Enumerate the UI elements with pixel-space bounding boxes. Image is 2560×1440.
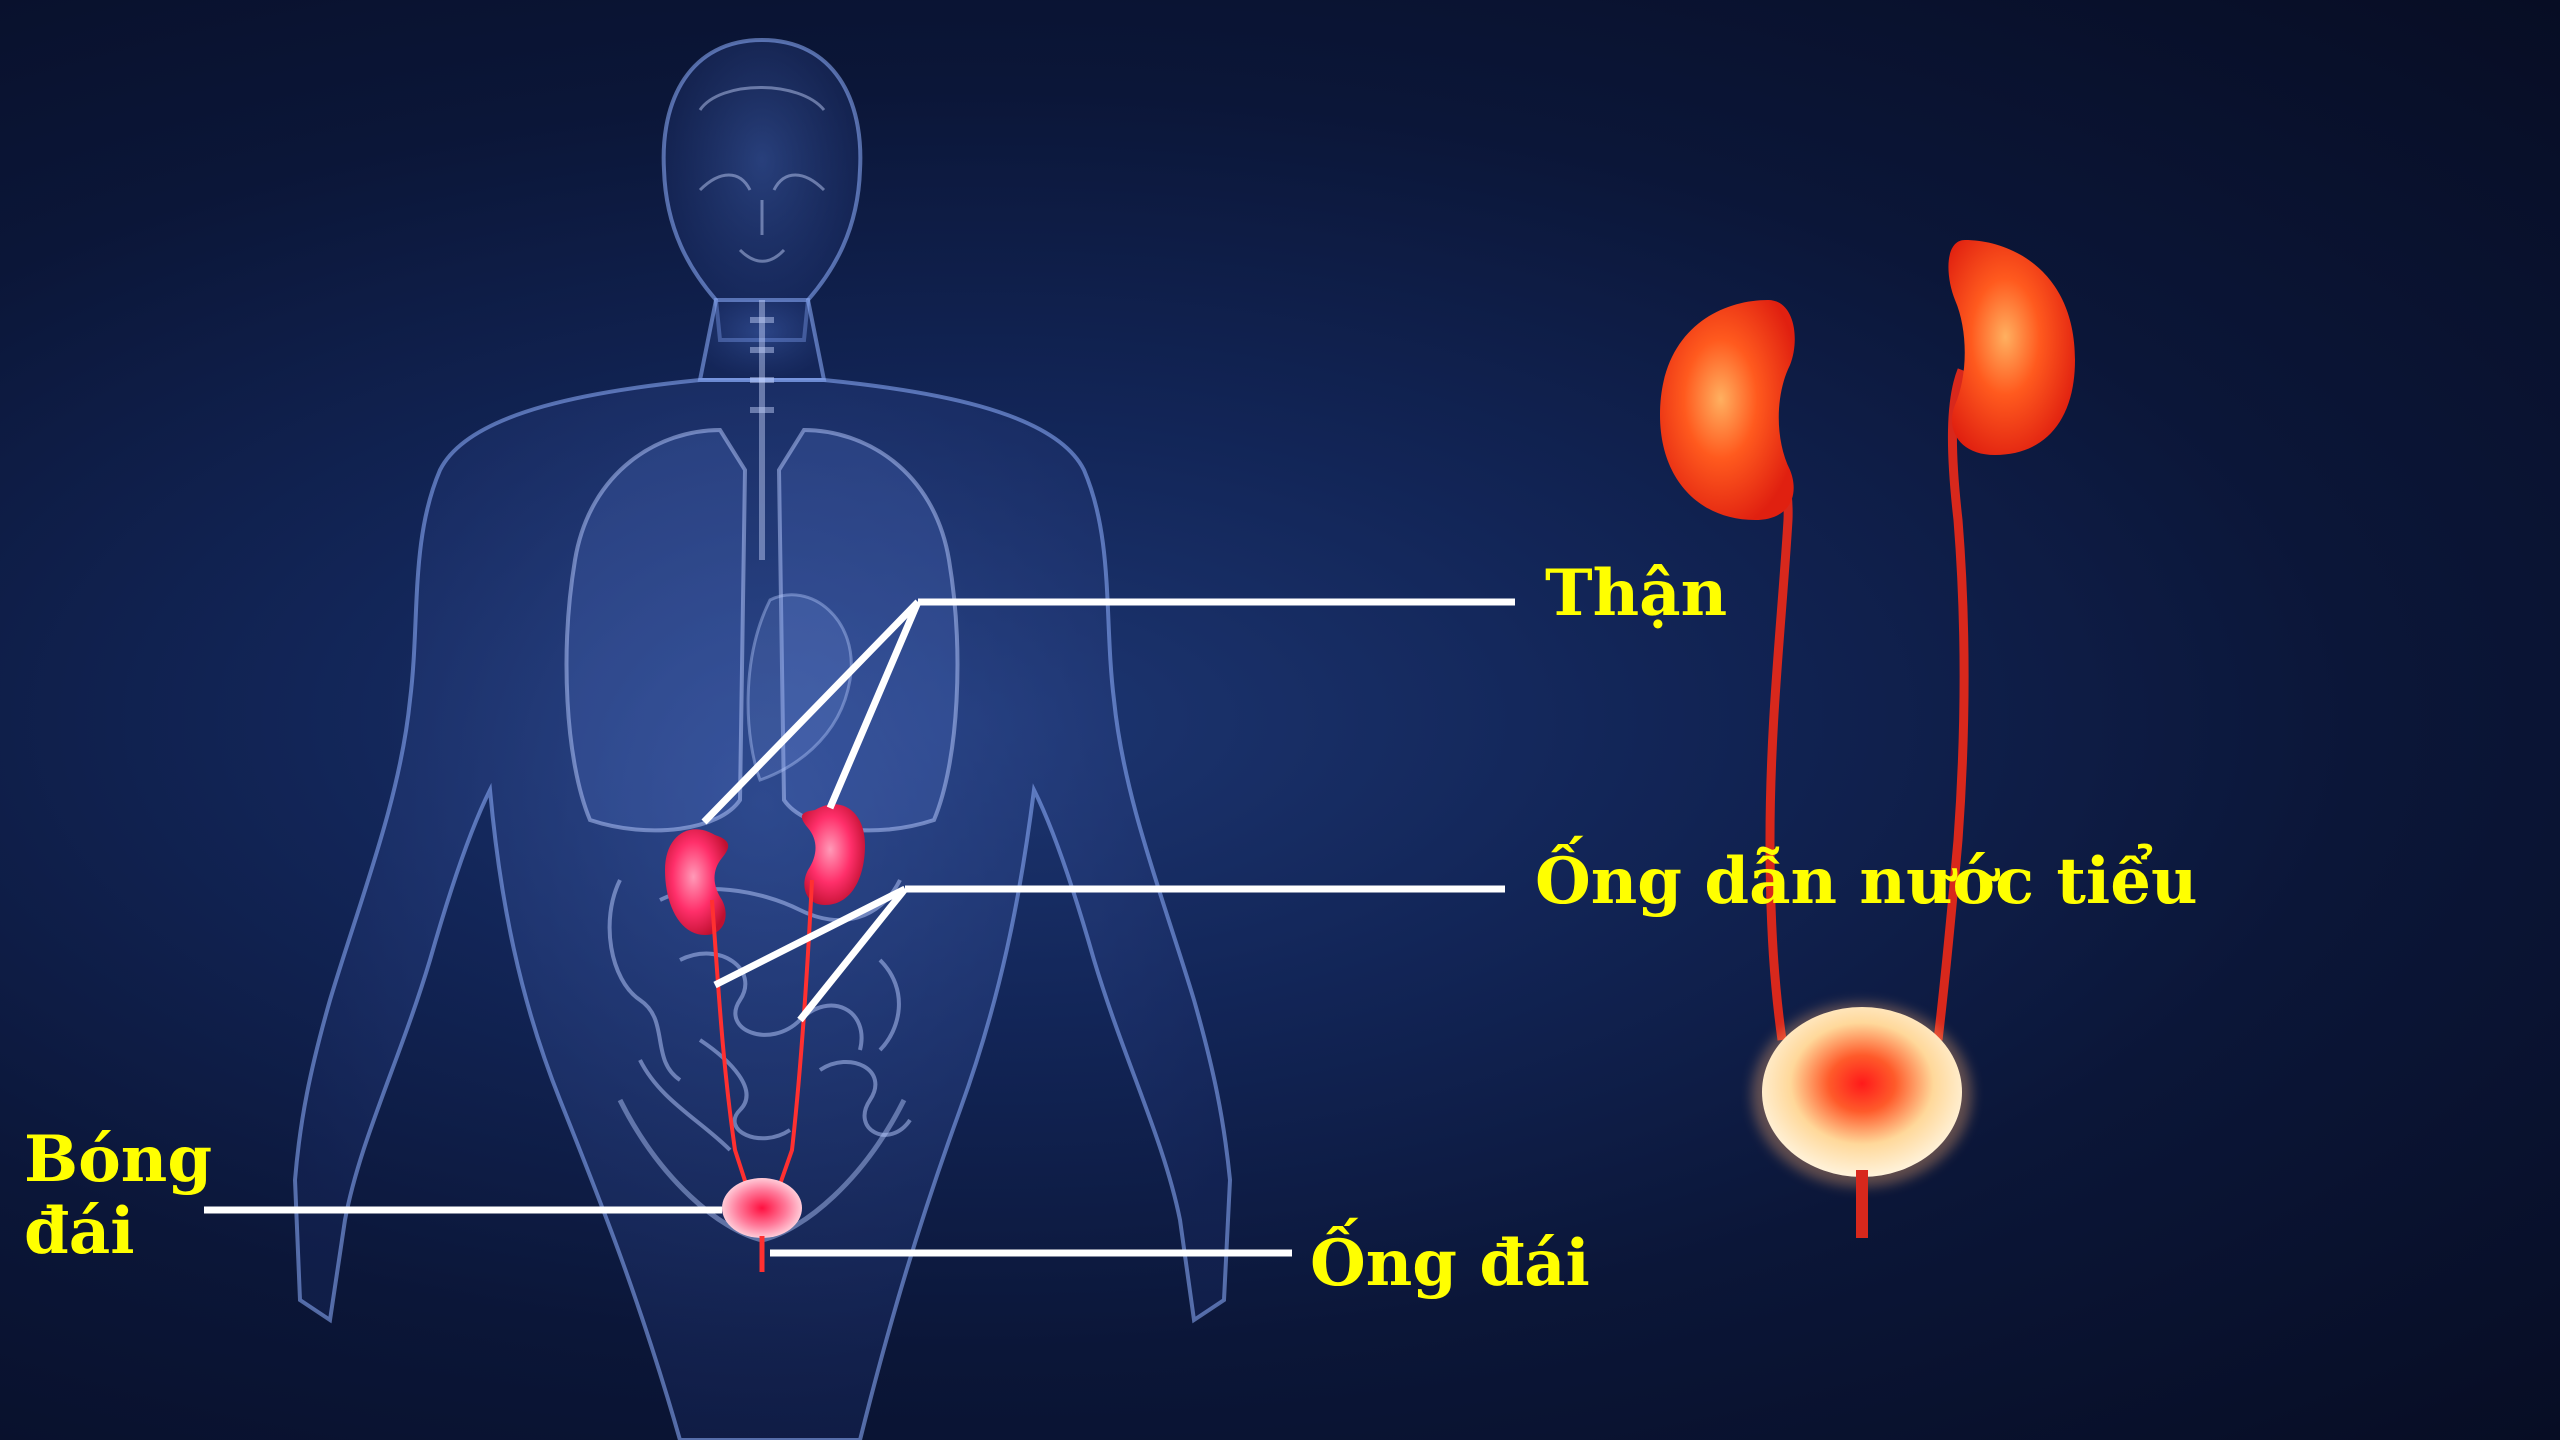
body-bladder	[722, 1178, 802, 1238]
label-bladder: Bóng đái	[24, 1124, 212, 1267]
label-ureter: Ống dẫn nước tiểu	[1535, 846, 2197, 918]
label-kidney: Thận	[1545, 558, 1727, 630]
label-urethra: Ống đái	[1310, 1228, 1590, 1300]
urinary-system-closeup	[1660, 240, 2075, 1238]
closeup-urethra	[1856, 1170, 1868, 1238]
closeup-kidney-right	[1948, 240, 2075, 455]
label-bladder-line2: đái	[24, 1196, 212, 1268]
label-bladder-line1: Bóng	[24, 1124, 212, 1196]
head-outline	[664, 40, 861, 340]
closeup-kidney-left	[1660, 300, 1795, 520]
closeup-bladder	[1762, 1007, 1962, 1177]
closeup-ureter-right	[1938, 370, 1964, 1040]
